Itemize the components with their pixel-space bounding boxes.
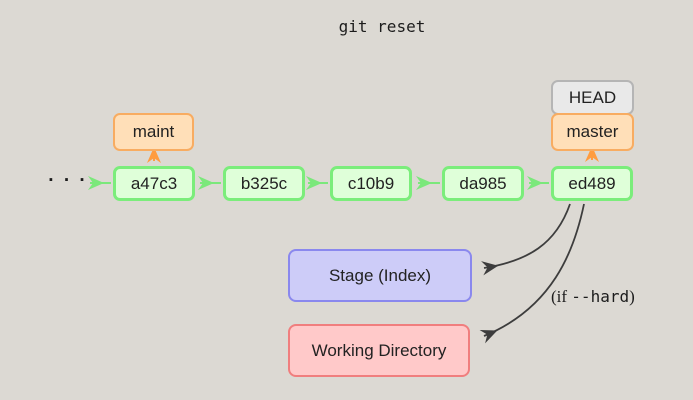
if-hard-annotation: (if --hard) xyxy=(551,287,635,313)
commit-node-ed489: ed489 xyxy=(551,166,633,201)
commit-node-c10b9: c10b9 xyxy=(330,166,412,201)
commit-node-a47c3: a47c3 xyxy=(113,166,195,201)
older-history-ellipsis: · · · xyxy=(48,170,88,191)
edge-ed489-to-stage xyxy=(481,203,571,276)
head-label: HEAD xyxy=(551,80,634,115)
working-directory-box: Working Directory xyxy=(288,324,470,377)
if-hard-flag: --hard xyxy=(571,287,630,306)
stage-index-box: Stage (Index) xyxy=(288,249,472,302)
if-hard-prefix: (if xyxy=(551,287,572,306)
branch-label-maint: maint xyxy=(113,113,194,151)
commit-node-da985: da985 xyxy=(442,166,524,201)
branch-label-master: master xyxy=(551,113,634,151)
diagram-title: git reset xyxy=(338,17,426,36)
if-hard-suffix: ) xyxy=(629,287,635,306)
commit-node-b325c: b325c xyxy=(223,166,305,201)
edge-ed489-to-workdir xyxy=(479,203,585,344)
